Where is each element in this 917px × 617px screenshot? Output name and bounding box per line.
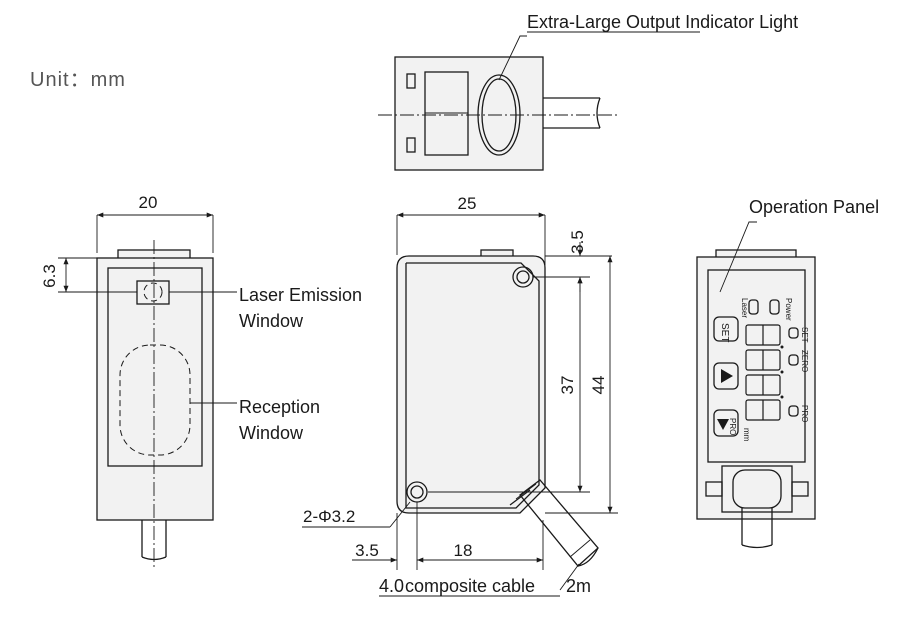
panel-pro-label: PRO	[800, 405, 809, 422]
dim-front-width: 25	[458, 194, 477, 213]
triangle-down-icon	[717, 419, 729, 430]
reception-label-line1: Reception	[239, 397, 320, 417]
triangle-right-icon	[721, 369, 733, 383]
power-led	[769, 299, 780, 315]
units-label: Unit：mm	[30, 69, 126, 91]
dim-left-offset: 3.5	[355, 541, 379, 560]
dim-side-offset: 6.3	[40, 264, 59, 288]
side-view-window	[107, 267, 203, 467]
front-view-body	[396, 255, 546, 514]
pro-led	[788, 405, 799, 417]
panel-zero-label: ZERO	[800, 350, 809, 372]
front-view: 25 3.5 37 44 2-Φ3.2	[302, 194, 618, 597]
panel-mm-label: mm	[742, 428, 751, 442]
indicator-label: Extra-Large Output Indicator Light	[527, 12, 798, 32]
operation-panel-label: Operation Panel	[749, 197, 879, 217]
dim-side-width: 20	[139, 193, 158, 212]
operation-panel-view: Laser Power SET PRO SET	[696, 197, 879, 549]
pro-button[interactable]	[713, 409, 739, 437]
reception-label-line2: Window	[239, 423, 304, 443]
dim-top-offset: 3.5	[568, 230, 587, 254]
panel-power-label: Power	[784, 298, 793, 321]
top-view-window	[424, 71, 469, 156]
cable-spec: 4.0	[379, 576, 404, 596]
laser-led	[748, 299, 759, 315]
up-button[interactable]	[713, 362, 739, 390]
top-view-body	[394, 56, 544, 171]
dim-bottom-span: 18	[454, 541, 473, 560]
panel-set-label: SET	[800, 327, 809, 343]
laser-label-line2: Window	[239, 311, 304, 331]
seven-segment-display	[745, 324, 784, 421]
set-button[interactable]	[713, 316, 739, 342]
panel-laser-label: Laser	[740, 298, 749, 318]
cable-length: 2m	[566, 576, 591, 596]
dim-height: 44	[589, 376, 608, 395]
dim-hole-span: 37	[558, 376, 577, 395]
laser-emission-window	[136, 280, 170, 305]
pro-button-label: PRO	[728, 418, 737, 435]
operation-panel	[707, 269, 806, 463]
top-view: Extra-Large Output Indicator Light	[378, 12, 798, 171]
set-led	[788, 327, 799, 339]
cable-text: composite cable	[405, 576, 535, 596]
side-view: 20 6.3 Laser Emission Window Reception W…	[40, 193, 362, 570]
set-button-label: SET	[719, 323, 730, 342]
reception-window	[119, 344, 191, 456]
zero-led	[788, 354, 799, 366]
hole-label: 2-Φ3.2	[303, 507, 355, 526]
laser-label-line1: Laser Emission	[239, 285, 362, 305]
